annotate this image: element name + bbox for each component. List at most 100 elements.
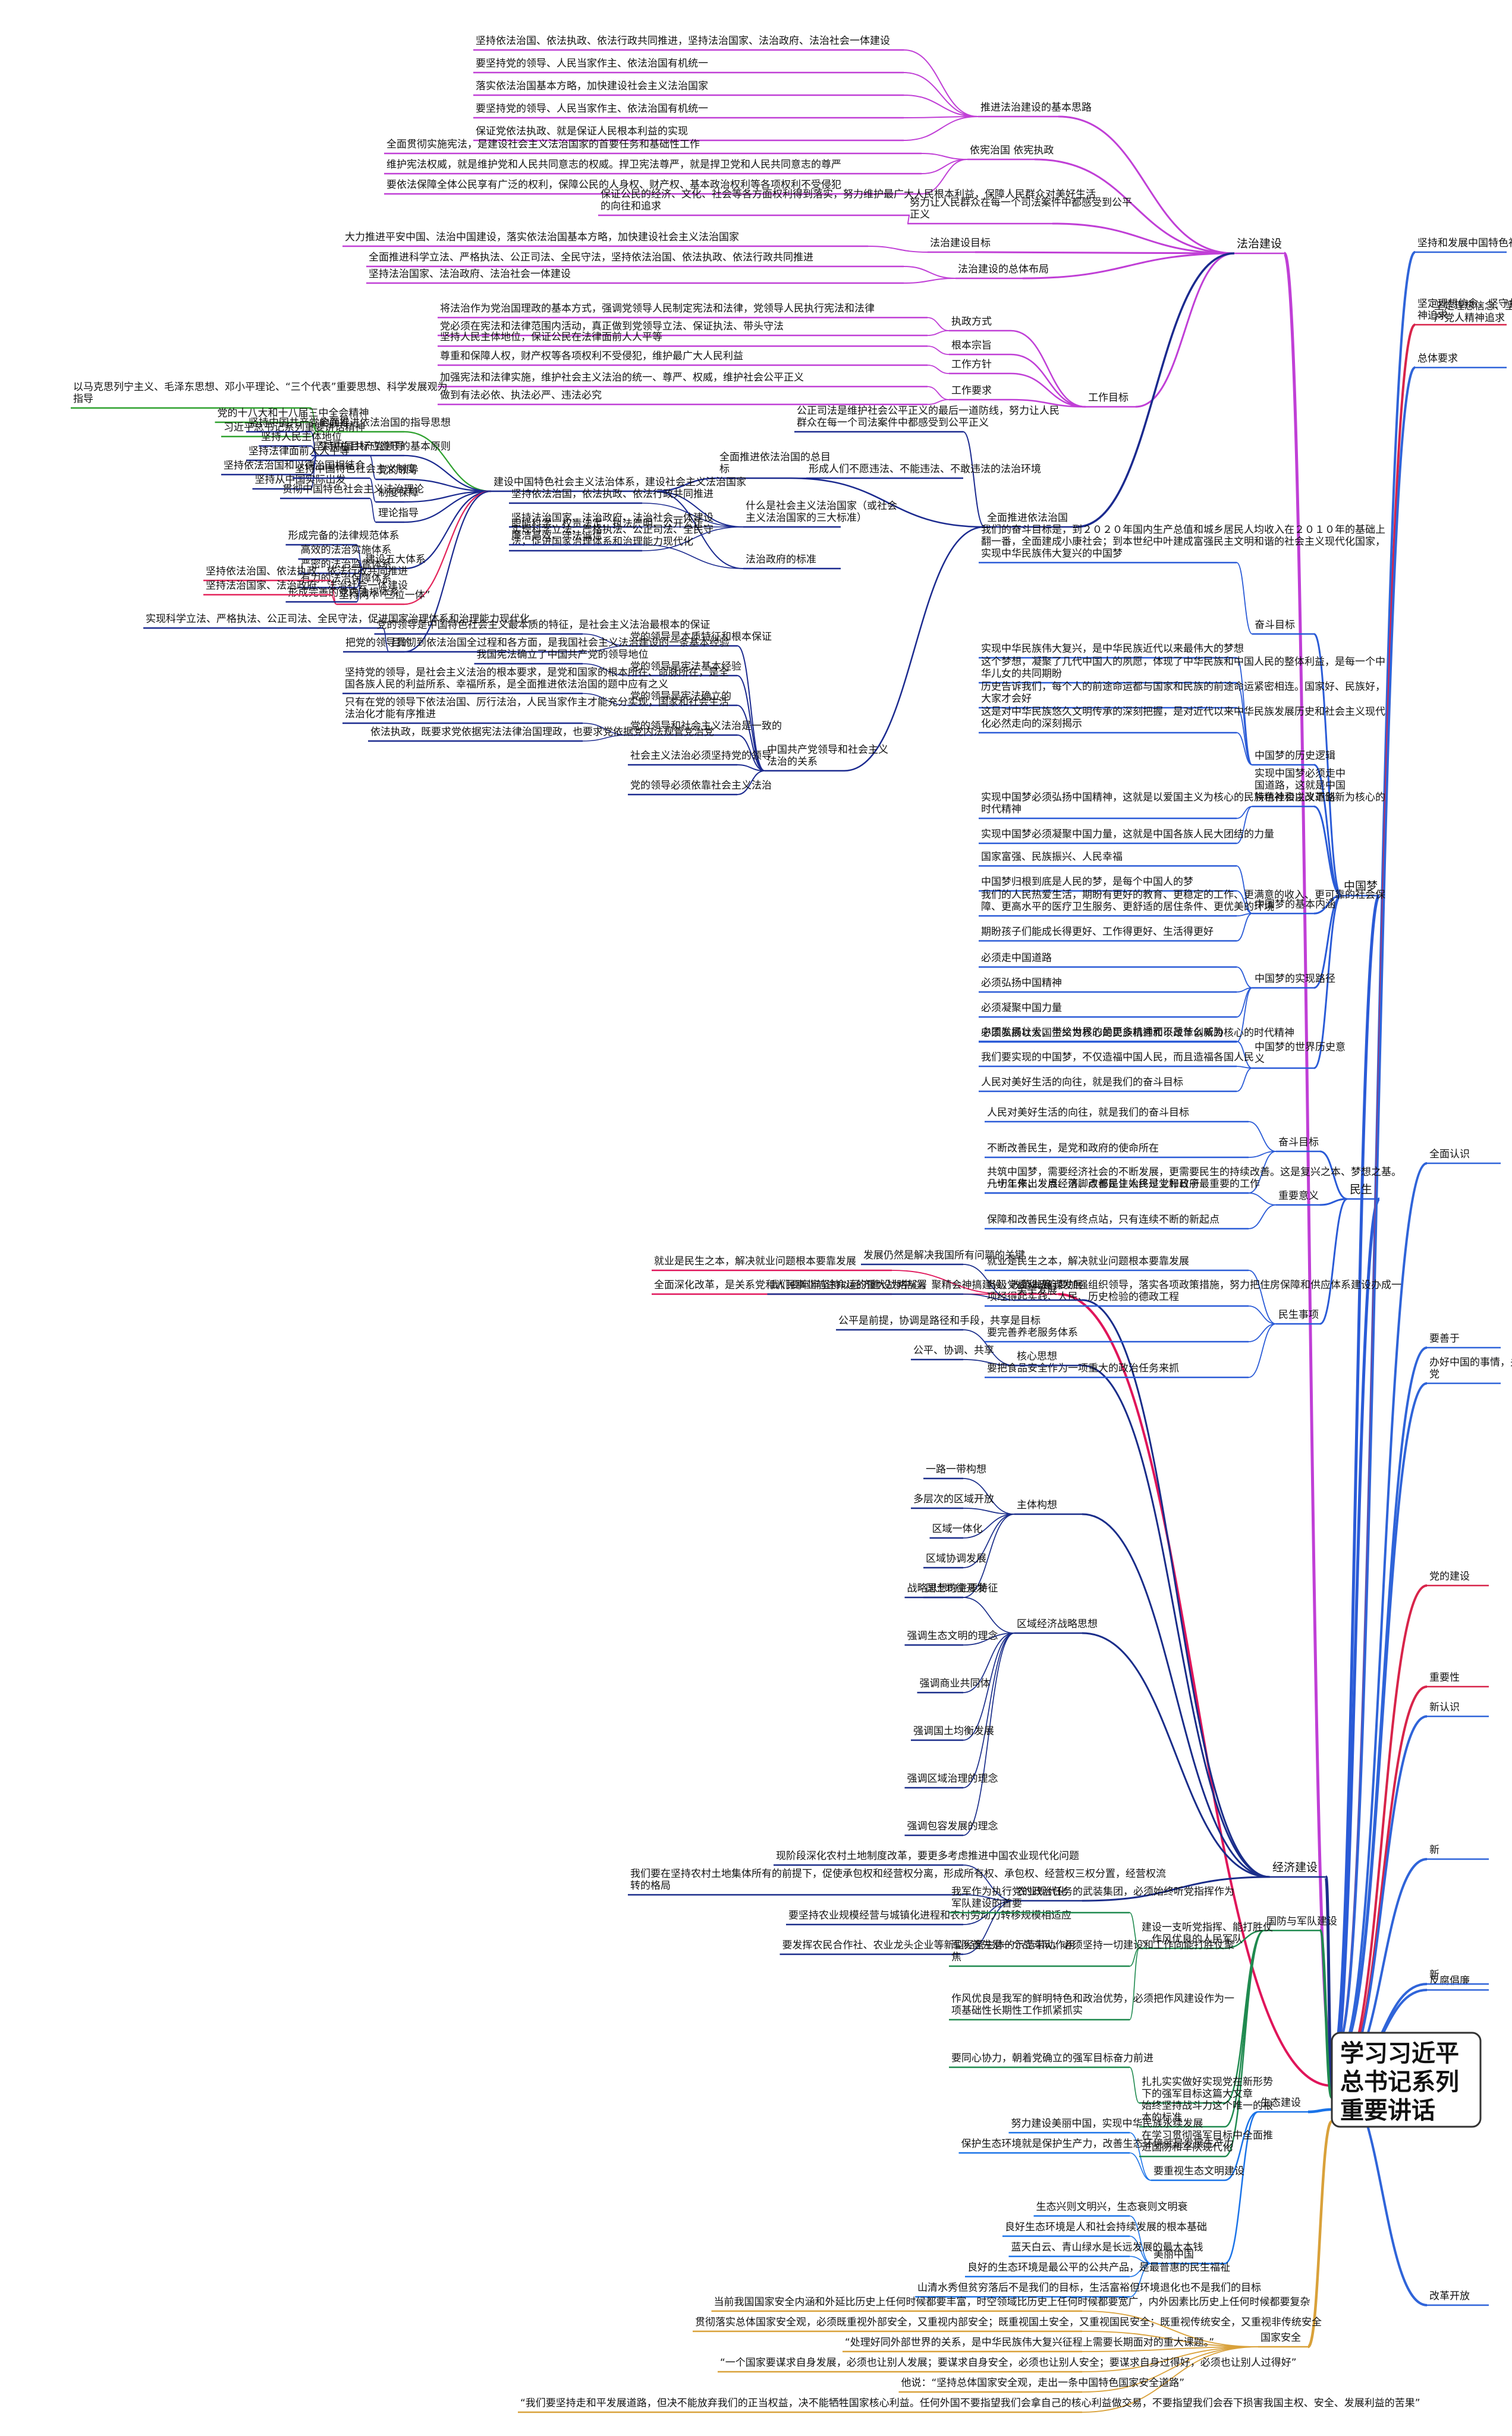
leaf-law-system-left-0-2[interactable]: 习近平总书记系列重要讲话精神	[221, 422, 365, 438]
leaf-law-party-0-1[interactable]: 把党的领导贯彻到依法治国全过程和各方面，是我国社会主义法治建设的一条基本经验	[343, 637, 730, 653]
node-economy-4[interactable]: 农业现代化	[1014, 1886, 1082, 1902]
leaf-law-system-left-1-1[interactable]: 坚持人民主体地位	[259, 431, 342, 447]
leaf-livelihood-affairs-0[interactable]: 就业是民生之本，解决就业问题根本要靠发展	[985, 1255, 1249, 1272]
leaf-law-work-2-0[interactable]: 尊重和保障人权，财产权等各项权利不受侵犯，维护最广大人民利益	[438, 350, 928, 366]
leaf-law-layout-0[interactable]: 全面推进科学立法、严格执法、公正司法、全民守法，坚持依法治国、依法执政、依法行政…	[366, 252, 904, 268]
node-right-low-5[interactable]: 新	[1427, 1969, 1489, 1985]
node-law-basic-thinking[interactable]: 推进法治建设的基本思路	[978, 102, 1092, 118]
leaf-economy-3-5[interactable]: 强调包容发展的理念	[904, 1820, 998, 1837]
node-law-party-1[interactable]: 党的领导是宪法基本经验	[628, 661, 741, 677]
leaf-law-basic-thinking-1[interactable]: 要坚持党的领导、人民当家作主、依法治国有机统一	[473, 58, 904, 74]
node-law-party-3[interactable]: 党的领导和社会主义法治是一致的	[628, 720, 782, 736]
node-economy-3[interactable]: 区域经济战略思想	[1014, 1618, 1098, 1634]
node-livelihood-meaning[interactable]: 重要意义	[1276, 1190, 1320, 1206]
node-economy-1[interactable]: 核心思想	[1014, 1351, 1082, 1367]
root-node[interactable]: 学习习近平 总书记系列 重要讲话	[1331, 2032, 1482, 2128]
leaf-law-basic-thinking-0[interactable]: 坚持依法治国、依法执政、依法行政共同推进，坚持法治国家、法治政府、法治社会一体建…	[473, 35, 904, 51]
node-economy[interactable]: 经济建设	[1270, 1861, 1326, 1878]
node-law-system-right-1[interactable]: 法治政府的标准	[743, 554, 841, 570]
node-law-constitution[interactable]: 依宪治国 依宪执政	[967, 145, 1054, 161]
leaf-dream-history-1[interactable]: 这个梦想，凝聚了几代中国人的夙愿，体现了中华民族和中国人民的整体利益，是每一个中…	[979, 656, 1385, 684]
node-law-comprehensive[interactable]: 全面推进依法治国	[985, 512, 1076, 528]
node-law-system-left-5[interactable]: 建设五大体系	[363, 554, 426, 570]
leaf-law-goal-0[interactable]: 大力推进平安中国、法治中国建设，落实依法治国基本方略，加快建设社会主义法治国家	[342, 231, 868, 247]
leaf-army-1-0[interactable]: 要同心协力，朝着党确立的强军目标奋力前进	[949, 2052, 1153, 2068]
leaf-law-system-right-1-0[interactable]: 职能科学、权责法定、执法严明、公开公正、廉洁高效、守法诚信	[509, 518, 713, 546]
node-law-party-4[interactable]: 社会主义法治必须坚持党的领导	[628, 750, 772, 766]
leaf-law-basic-thinking-3[interactable]: 要坚持党的领导、人民当家作主、依法治国有机统一	[473, 103, 904, 119]
leaf-economy-2-2[interactable]: 区域一体化	[929, 1523, 983, 1539]
node-right-low-3[interactable]: 新	[1427, 1844, 1489, 1860]
leaf-ecology-1-1[interactable]: 保护生态环境就是保护生产力，改善生态环境就是发展生产力	[958, 2138, 1234, 2154]
leaf-livelihood-goal-1[interactable]: 不断改善民生，是党和政府的使命所在	[985, 1142, 1249, 1159]
node-dream-realize[interactable]: 中国梦的实现路径	[1252, 973, 1335, 989]
leaf-ecology-1-0[interactable]: 努力建设美丽中国，实现中华民族永续发展	[1008, 2118, 1203, 2134]
leaf-dream-history-3[interactable]: 这是对中华民族悠久文明传承的深刻把握，是对近代以来中华民族发展历史和社会主义现代…	[979, 706, 1385, 734]
leaf-law-system-left-5-1[interactable]: 高效的法治实施体系	[298, 544, 392, 560]
leaf-law-basic-thinking-4[interactable]: 保证党依法执政、就是保证人民根本利益的实现	[473, 125, 904, 142]
leaf-economy-0-0[interactable]: 发展仍然是解决我国所有问题的关键	[861, 1250, 1025, 1266]
leaf-law-party-3-0[interactable]: 只有在党的领导下依法治国、厉行法治，人民当家作主才能充分实现，国家和社会生活法治…	[342, 696, 729, 724]
node-ecology-0[interactable]: 美丽中国	[1151, 2249, 1225, 2265]
node-right-top-0[interactable]: 坚持和发展中国特色社会主义	[1415, 237, 1512, 253]
leaf-law-system-left-5-2[interactable]: 严密的法治监督体系	[298, 558, 392, 575]
node-law-party-0[interactable]: 党的领导是本质特征和根本保证	[628, 631, 772, 647]
leaf-economy-2-1[interactable]: 多层次的区域开放	[911, 1493, 994, 1509]
leaf-dream-path-0[interactable]: 实现中国梦必须弘扬中国精神，这就是以爱国主义为核心的民族精神和以改革创新为核心的…	[979, 792, 1385, 820]
leaf-law-party-0-0[interactable]: 党的领导是中国特色社会主义最本质的特征，是社会主义法治最根本的保证	[374, 619, 711, 635]
leaf-law-system-left-1-3[interactable]: 坚持依法治国和以德治国相结合	[221, 460, 365, 476]
node-ecology-1[interactable]: 要重视生态文明建设	[1151, 2165, 1244, 2181]
leaf-security-3[interactable]: “一个国家要谋求自身发展，必须也让别人发展；要谋求自身安全，必须也让别人安全；要…	[718, 2357, 1297, 2373]
node-law-system-left-0[interactable]: 全面推进依法治国的指导思想	[317, 417, 451, 433]
node-law-system-left-4[interactable]: 理论指导	[376, 507, 419, 523]
node-chinese-dream[interactable]: 中国梦	[1341, 880, 1379, 897]
leaf-livelihood-affairs-2[interactable]: 要完善养老服务体系	[985, 1327, 1249, 1343]
leaf-reform-0[interactable]: 就业是民生之本，解决就业问题根本要靠发展	[652, 1255, 892, 1272]
leaf-economy-1-1[interactable]: 公平、协调、共享	[911, 1345, 994, 1361]
node-law-system-left-6[interactable]: 坚持两个“三位一体”	[337, 589, 430, 605]
leaf-ecology-0-0[interactable]: 生态兴则文明兴，生态衰则文明衰	[1033, 2201, 1188, 2217]
leaf-law-work-1-0[interactable]: 坚持人民主体地位，保证公民在法律面前人人平等	[438, 331, 928, 347]
leaf-security-1[interactable]: 贯彻落实总体国家安全观，必须既重视外部安全，又重视内部安全；既重视国土安全，又重…	[693, 2316, 1322, 2333]
node-law-system-left-2[interactable]: 党的领导	[376, 464, 419, 481]
leaf-law-constitution-0[interactable]: 全面贯彻实施宪法，是建设社会主义法治国家的首要任务和基础性工作	[384, 139, 922, 155]
leaf-dream-connotation-1[interactable]: 中国梦归根到底是人民的梦，是每个中国人的梦	[979, 876, 1237, 892]
leaf-ecology-0-3[interactable]: 良好的生态环境是最公平的公共产品，是最普惠的民生福祉	[965, 2262, 1230, 2278]
leaf-dream-world-0[interactable]: 中国发展壮大，带给世界的是更多机遇而不是什么威胁	[979, 1026, 1237, 1043]
leaf-law-system-left-5-0[interactable]: 形成完备的法律规范体系	[285, 530, 400, 546]
leaf-law-system-left-5-3[interactable]: 有力的法治保障体系	[298, 573, 392, 589]
node-right-low-6[interactable]: 改革开放	[1427, 2290, 1489, 2306]
leaf-livelihood-meaning-1[interactable]: 保障和改善民生没有终点站，只有连续不断的新起点	[985, 1214, 1249, 1230]
node-economy-2[interactable]: 主体构想	[1014, 1499, 1082, 1515]
leaf-dream-connotation-0[interactable]: 国家富强、民族振兴、人民幸福	[979, 851, 1237, 867]
leaf-law-work-3-1[interactable]: 做到有法必依、执法必严、违法必究	[438, 390, 928, 406]
leaf-economy-4-3[interactable]: 要发挥农民合作社、农业龙头企业等新型经营主体的示范带动作用	[779, 1939, 1076, 1955]
node-law-party-5[interactable]: 党的领导必须依靠社会主义法治	[628, 780, 772, 796]
leaf-dream-path-1[interactable]: 实现中国梦必须凝聚中国力量，这就是中国各族人民大团结的力量	[979, 828, 1274, 845]
node-law-work-0[interactable]: 执政方式	[949, 316, 1011, 332]
leaf-dream-goal-0[interactable]: 我们的奋斗目标是，到２０２０年国内生产总值和城乡居民人均收入在２０１０年的基础上…	[979, 524, 1385, 564]
leaf-law-work-0-1[interactable]: 党必须在宪法和法律范围内活动，真正做到党领导立法、保证执法、带头守法	[438, 321, 928, 337]
leaf-law-constitution-2[interactable]: 要依法保障全体公民享有广泛的权利，保障公民的人身权、财产权、基本政治权利等各项权…	[384, 179, 922, 195]
leaf-law-system-left-5-4[interactable]: 形成完善的党内法规体系	[285, 587, 400, 603]
leaf-law-total-goal[interactable]: 形成人们不愿违法、不能违法、不敢违法的法治环境	[806, 463, 1041, 479]
leaf-law-system-left-6-0[interactable]: 坚持依法治国、依法执政、依法行政共同推进	[203, 566, 408, 582]
leaf-law-system-left-6-1[interactable]: 坚持法治国家、法治政府、法治社会一体建设	[203, 580, 408, 596]
leaf-law-work-0-0[interactable]: 将法治作为党治国理政的基本方式，强调党领导人民制定宪法和法律，党领导人民执行宪法…	[438, 303, 928, 319]
node-law-work-2[interactable]: 工作方针	[949, 359, 1011, 375]
leaf-dream-connotation-2[interactable]: 我们的人民热爱生活，期盼有更好的教育、更稳定的工作、更满意的收入、更可靠的社会保…	[979, 889, 1385, 917]
node-right-top-2[interactable]: 总体要求	[1415, 353, 1507, 369]
node-law-layout[interactable]: 法治建设的总体布局	[955, 263, 1049, 280]
leaf-economy-4-0[interactable]: 现阶段深化农村土地制度改革，要更多考虑推进中国农业现代化问题	[774, 1850, 1079, 1866]
node-army-0[interactable]: 建设一支听党指挥、能打胜仗、作风优良的人民军队	[1139, 1922, 1273, 1950]
node-right-mid-2[interactable]: 办好中国的事情，关键在党	[1427, 1357, 1512, 1385]
leaf-dream-realize-1[interactable]: 必须弘扬中国精神	[979, 977, 1237, 993]
node-law-system-left-3[interactable]: 制度保障	[376, 487, 419, 503]
leaf-ecology-0-2[interactable]: 蓝天白云、青山绿水是长远发展的最大本钱	[1008, 2242, 1203, 2258]
node-right-mid-0[interactable]: 全面认识	[1427, 1148, 1501, 1164]
